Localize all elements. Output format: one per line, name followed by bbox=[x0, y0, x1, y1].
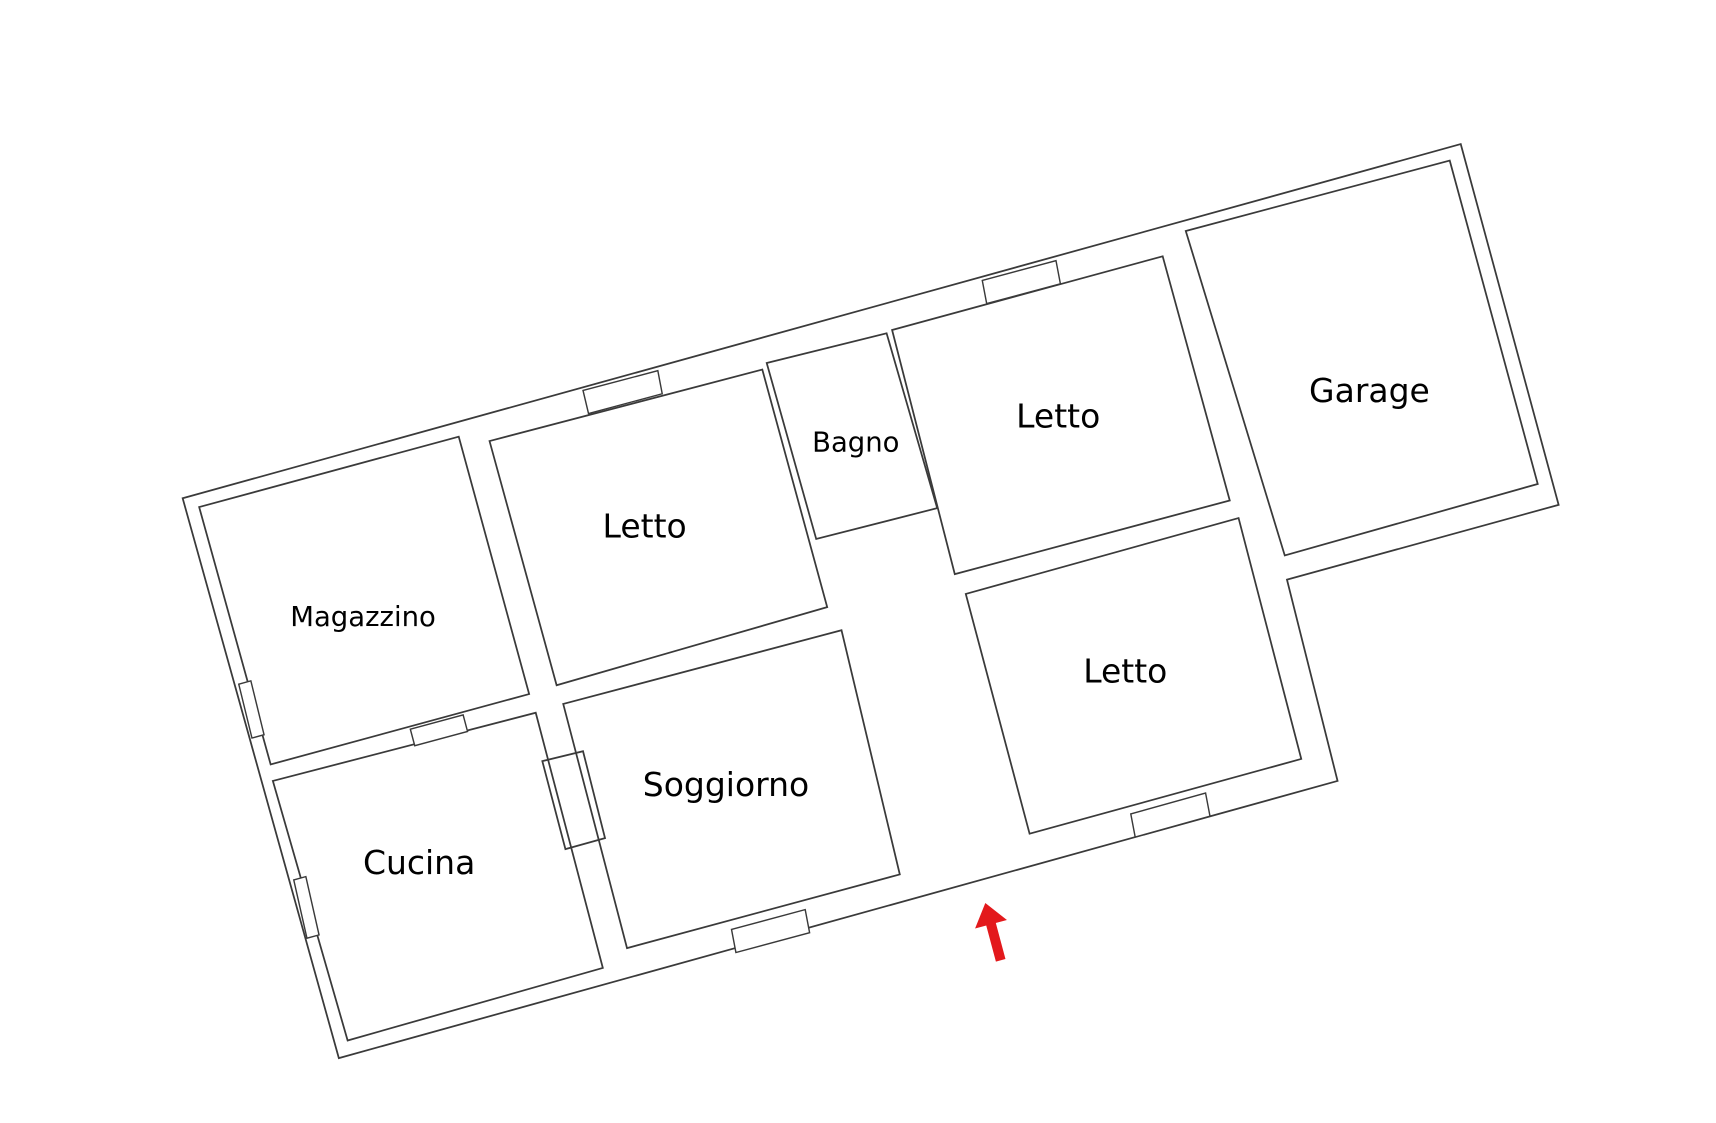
room-label-soggiorno: Soggiorno bbox=[643, 765, 809, 804]
windows bbox=[237, 259, 1211, 954]
room-label-magazzino: Magazzino bbox=[290, 601, 436, 633]
room-label-letto-3: Letto bbox=[1083, 652, 1167, 691]
arrow-up-icon bbox=[975, 902, 1007, 962]
window bbox=[730, 908, 811, 954]
window bbox=[409, 714, 469, 747]
window bbox=[981, 259, 1062, 305]
room-label-letto-2: Letto bbox=[1016, 396, 1100, 435]
room-label-cucina: Cucina bbox=[363, 843, 475, 882]
chimney bbox=[541, 750, 607, 851]
room-garage bbox=[1184, 159, 1539, 557]
room-label-garage: Garage bbox=[1309, 371, 1430, 410]
room-label-bagno: Bagno bbox=[812, 426, 899, 458]
room-label-letto-1: Letto bbox=[603, 506, 687, 545]
walls bbox=[181, 143, 1560, 1060]
room-soggiorno bbox=[562, 629, 901, 950]
window bbox=[582, 369, 664, 415]
room-letto-1 bbox=[488, 368, 829, 687]
room-letto-3 bbox=[964, 516, 1303, 835]
room-letto-2 bbox=[891, 255, 1231, 576]
window bbox=[1129, 792, 1211, 838]
window bbox=[237, 679, 265, 739]
room-magazzino bbox=[198, 435, 531, 766]
window bbox=[292, 875, 320, 940]
outer-wall bbox=[181, 143, 1560, 1060]
